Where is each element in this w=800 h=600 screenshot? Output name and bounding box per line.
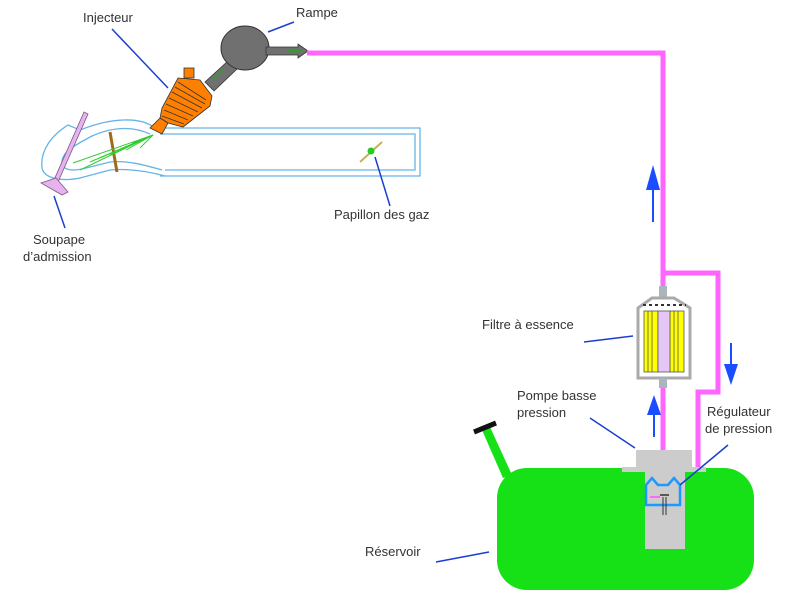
fuel-rail — [204, 25, 309, 92]
label-pompe-line2: pression — [517, 405, 566, 420]
label-regulateur-line1: Régulateur — [707, 404, 771, 419]
intake-manifold — [41, 119, 421, 181]
leader-lines — [53, 21, 729, 563]
label-reservoir: Réservoir — [365, 544, 421, 559]
label-soupape-line1: Soupape — [33, 232, 85, 247]
intake-valve — [40, 111, 89, 196]
fuel-tank — [473, 420, 754, 590]
label-filtre: Filtre à essence — [482, 317, 574, 332]
fuel-filter — [636, 286, 692, 388]
label-regulateur-line2: de pression — [705, 421, 772, 436]
label-rampe: Rampe — [296, 5, 338, 20]
label-pompe-line1: Pompe basse — [517, 388, 597, 403]
fuel-spray — [72, 134, 154, 171]
label-papillon: Papillon des gaz — [334, 207, 429, 222]
injector — [149, 67, 213, 135]
flow-arrow-supply-up-1 — [646, 165, 660, 222]
label-soupape-line2: d’admission — [23, 249, 92, 264]
label-injecteur: Injecteur — [83, 10, 134, 25]
pressure-regulator — [644, 476, 682, 515]
fuel-lines — [307, 50, 721, 500]
flow-arrow-supply-up-2 — [647, 395, 661, 437]
throttle-valve — [359, 141, 383, 163]
flow-arrow-return-down — [724, 343, 738, 385]
